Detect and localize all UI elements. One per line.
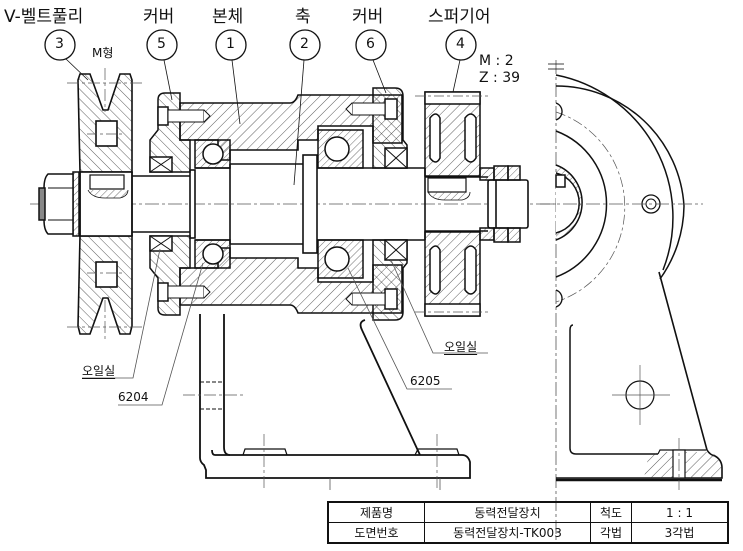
callout-bearing-6204: 6204 [118,390,149,404]
base-stand [183,314,471,490]
balloon-5 [146,29,178,101]
callout-oil-seal-right: 오일실 [444,340,478,354]
cover-right [345,87,408,321]
housing-body [179,94,403,314]
title-block: 제품명 동력전달장치 척도 1 : 1 도면번호 동력전달장치-TK003 각법… [327,501,729,544]
callout-oil-seal-left: 오일실 [82,364,116,378]
balloon-3 [44,29,89,81]
balloon-number-2: 2 [300,36,309,52]
part-label-spur-gear: 스퍼기어 [428,7,491,27]
balloon-number-6: 6 [366,36,375,52]
balloon-6 [355,29,387,94]
balloons [44,29,477,186]
balloon-number-1: 1 [226,36,235,52]
projection-label: 각법 [590,522,632,544]
pulley-type-note: M형 [92,46,114,60]
gear-teeth-note: Z : 39 [479,70,521,86]
drawing-number-label: 도면번호 [327,522,425,544]
scale-value: 1 : 1 [631,501,729,523]
part-label-body: 본체 [212,7,244,27]
balloon-number-3: 3 [55,36,64,52]
product-name-value: 동력전달장치 [424,501,591,523]
part-label-cover-left: 커버 [143,7,175,27]
spur-gear [415,91,521,317]
part-label-v-belt-pulley: V-벨트풀리 [4,7,84,27]
product-name-label: 제품명 [327,501,425,523]
leaders [82,248,488,490]
side-view [540,60,723,540]
gear-module-note: M : 2 [479,53,514,69]
balloon-4 [445,29,477,93]
drawing-number-value: 동력전달장치-TK003 [424,522,591,544]
title-block-row: 제품명 동력전달장치 척도 1 : 1 [327,501,729,523]
balloon-number-5: 5 [157,36,166,52]
left-nut [38,171,80,237]
projection-value: 3각법 [631,522,729,544]
balloon-number-4: 4 [456,36,465,52]
scale-label: 척도 [590,501,632,523]
bearing-6205 [317,129,364,279]
title-block-row: 도면번호 동력전달장치-TK003 각법 3각법 [327,522,729,544]
part-label-cover-right: 커버 [352,7,384,27]
cover-left [149,92,211,316]
callout-bearing-6205: 6205 [410,374,441,388]
v-belt-pulley [67,68,143,342]
part-label-shaft: 축 [295,7,311,27]
bearing-6204 [194,139,231,269]
